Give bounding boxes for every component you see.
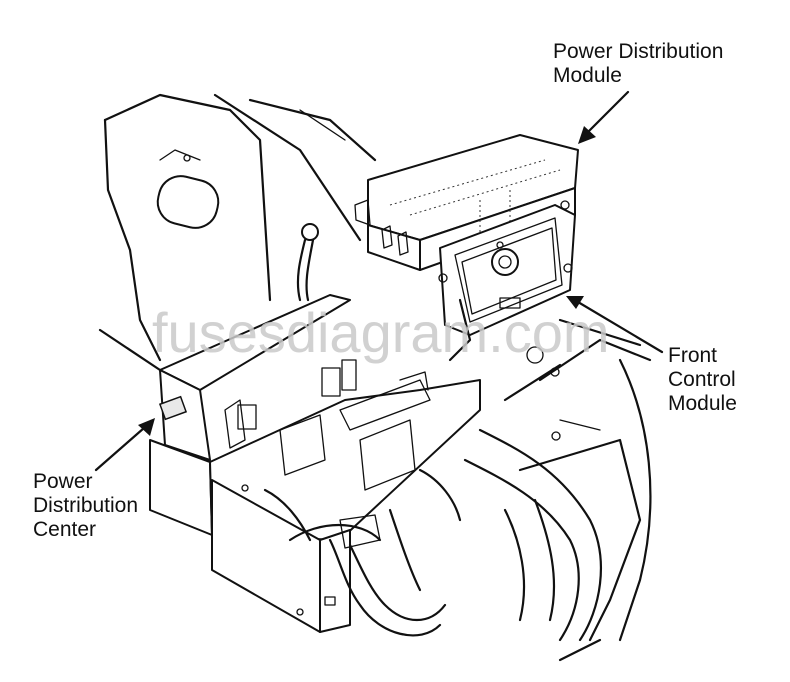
frame-rail xyxy=(448,298,652,662)
label-fcm-line-3: Module xyxy=(668,392,737,415)
label-power-distribution-module: Power Distribution Module xyxy=(553,40,723,88)
label-pdm-line-2: Module xyxy=(553,64,622,87)
label-pdc-line-3: Center xyxy=(33,518,97,541)
label-front-control-module: Front Control Module xyxy=(668,344,737,416)
body-panel xyxy=(98,93,377,422)
panel-slot xyxy=(156,175,220,229)
watermark: fusesdiagram.com xyxy=(152,301,610,364)
label-pdc-line-1: Power xyxy=(33,470,93,493)
hose xyxy=(463,428,602,642)
power-distribution-center xyxy=(149,294,481,633)
label-pdc-line-2: Distribution xyxy=(33,494,139,517)
label-fcm-line-2: Control xyxy=(668,368,736,391)
label-pdm-line-1: Power Distribution xyxy=(553,40,724,63)
wiring-harness xyxy=(263,468,462,637)
label-fcm-line-1: Front xyxy=(668,344,718,367)
label-power-distribution-center: Power Distribution Center xyxy=(33,470,138,542)
front-control-module xyxy=(438,200,576,336)
arrow-fcm xyxy=(566,296,664,354)
arrow-pdm xyxy=(578,90,630,144)
ground-strap xyxy=(296,223,319,302)
arrow-pdc xyxy=(94,418,155,472)
